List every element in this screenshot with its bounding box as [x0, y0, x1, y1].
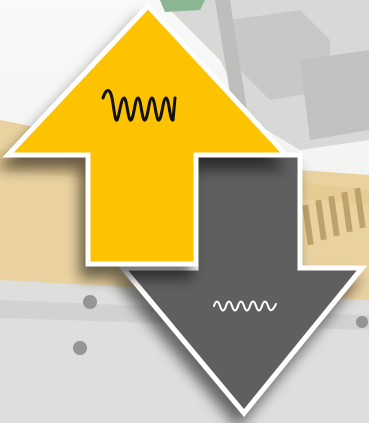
amplitude-graphic	[0, 0, 369, 423]
amplitude-illustration	[0, 0, 369, 423]
